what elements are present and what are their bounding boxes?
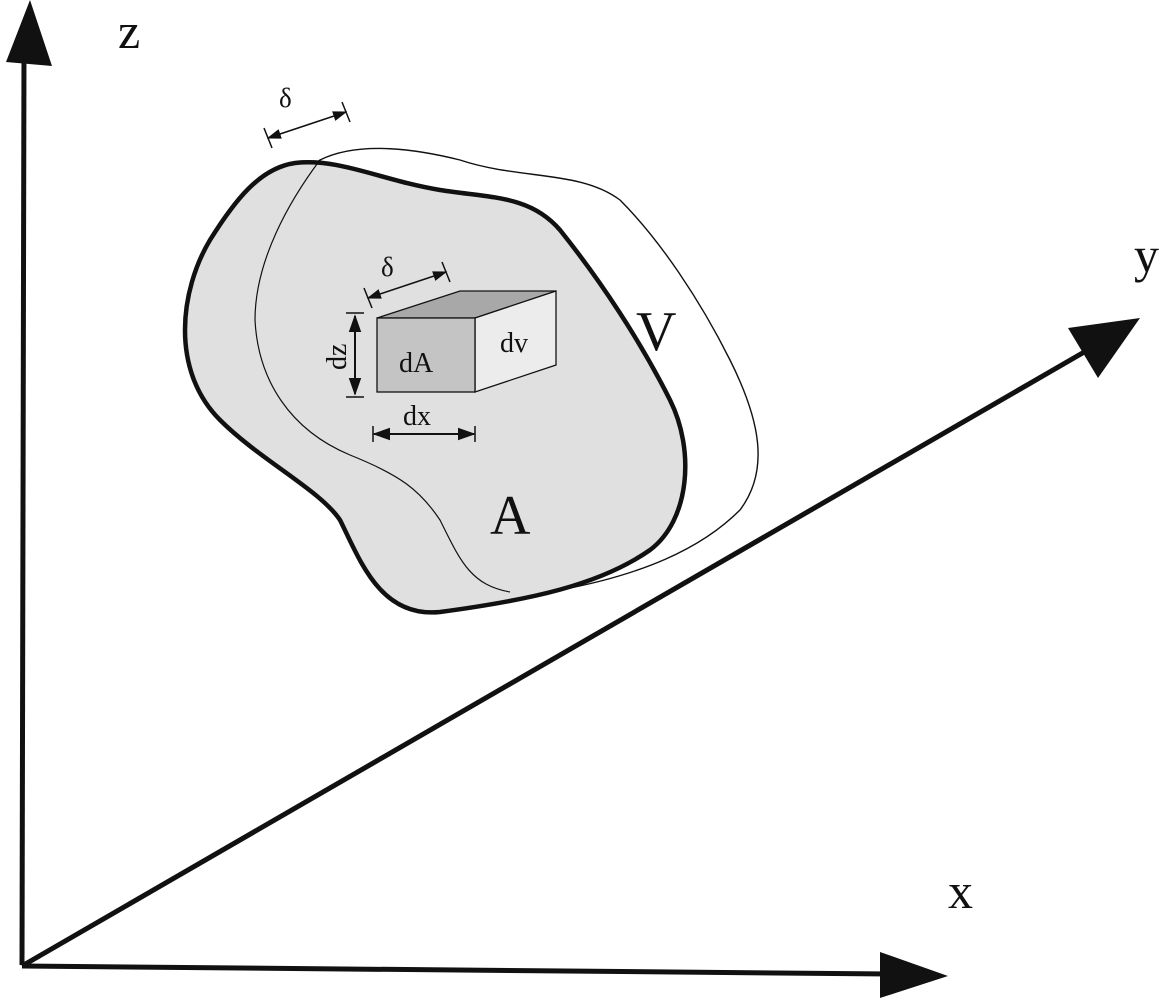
thickness-label-top: δ — [279, 83, 292, 113]
thickness-dimension-top — [266, 111, 348, 139]
element-area-label: dA — [399, 348, 434, 379]
thickness-tick-left — [263, 127, 273, 149]
thickness-dimension-box — [366, 271, 448, 299]
y-axis-label: y — [1134, 227, 1159, 283]
thickness-label-box: δ — [381, 252, 394, 282]
x-axis — [21, 952, 948, 998]
thickness-tick-right — [341, 101, 351, 123]
x-axis-arrowhead — [880, 952, 948, 998]
element-volume-label: dv — [500, 328, 528, 359]
z-axis — [6, 0, 52, 966]
width-dimension-label: dx — [403, 401, 431, 432]
y-axis-arrowhead — [1068, 318, 1140, 378]
height-dimension-label: dz — [322, 344, 353, 370]
y-axis — [20, 318, 1140, 969]
z-axis-label: z — [118, 3, 140, 59]
box-front-face — [376, 317, 476, 393]
x-axis-label: x — [948, 863, 973, 919]
z-axis-arrowhead — [6, 0, 52, 66]
area-label: A — [490, 485, 531, 547]
volume-label: V — [636, 301, 676, 363]
volume-back-edge-visible — [254, 159, 511, 593]
box-thickness-tick-right — [441, 261, 451, 283]
volume-element-box — [376, 290, 557, 393]
box-thickness-tick-left — [363, 287, 373, 309]
